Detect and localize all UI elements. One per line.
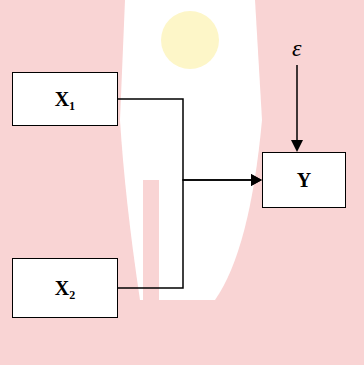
error-term: ε <box>292 35 301 62</box>
variable-box: X₂ <box>12 258 118 318</box>
variable-box: Y <box>262 152 346 208</box>
variable-box: X₁ <box>12 72 118 126</box>
variable-name: Y <box>297 169 311 192</box>
variable-name: X₂ <box>55 277 75 300</box>
arrow-head <box>291 140 303 152</box>
variable-name: X₁ <box>55 88 75 111</box>
watermark-bar <box>143 180 159 300</box>
epsilon-arrow <box>296 65 298 143</box>
connector <box>118 99 262 186</box>
watermark-sun <box>161 11 219 69</box>
connector <box>118 174 262 288</box>
watermark-figure <box>120 0 262 300</box>
